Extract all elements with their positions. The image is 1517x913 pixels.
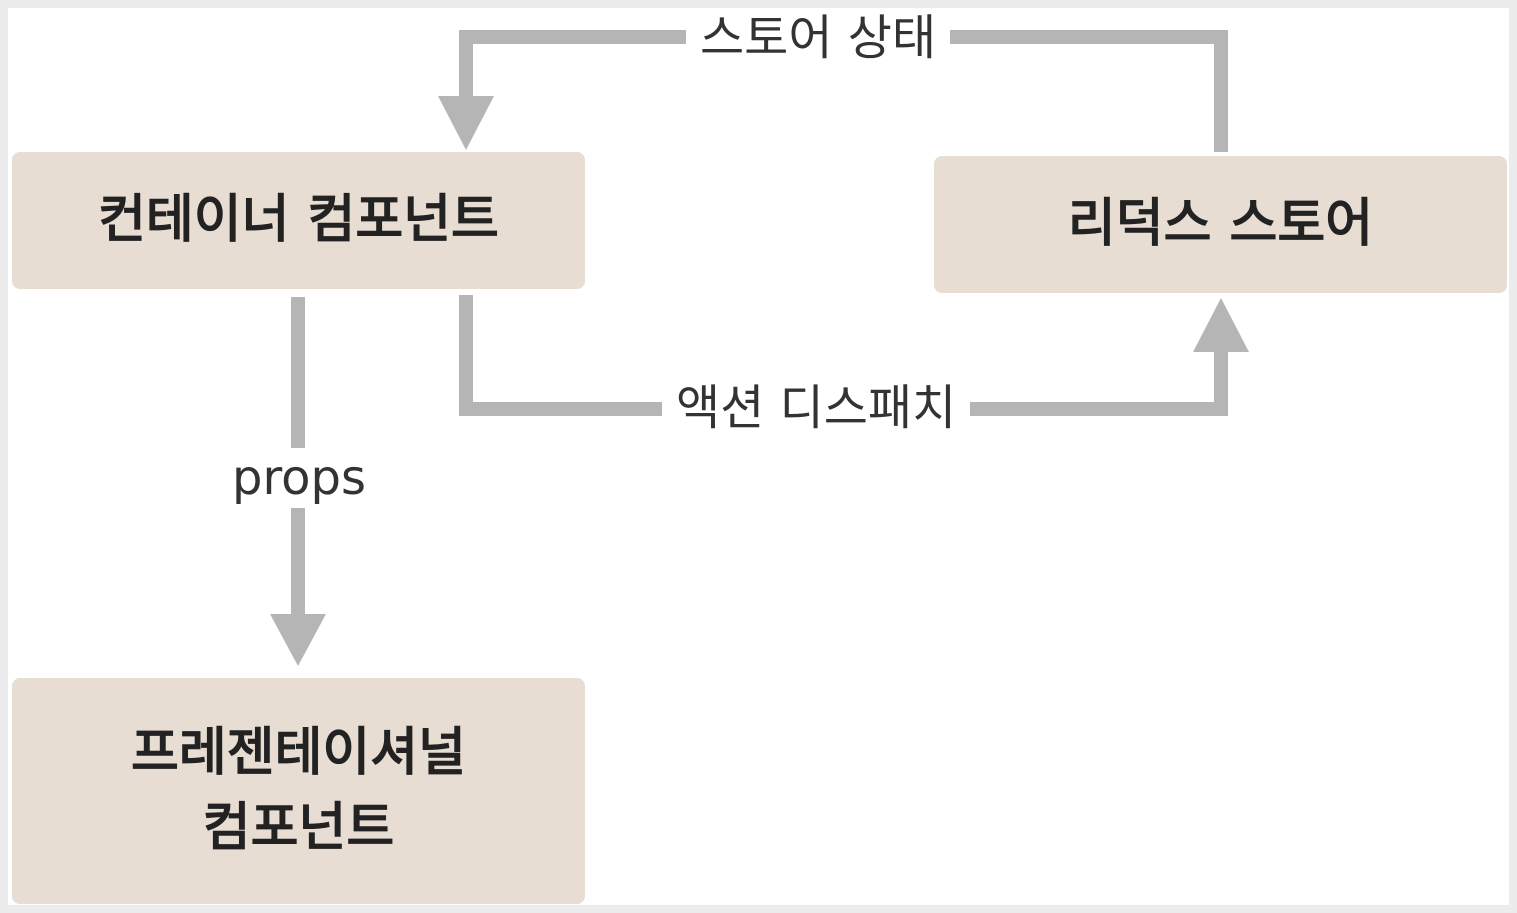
- redux-store-label: 리덕스 스토어: [1067, 193, 1374, 254]
- presentational-component-label: 프레젠테이셔널 컴포넌트: [131, 722, 466, 858]
- dispatch-edge-label: 액션 디스패치: [662, 384, 971, 432]
- container-component-box: 컨테이너 컴포넌트: [12, 152, 585, 289]
- presentational-component-box: 프레젠테이셔널 컴포넌트: [12, 678, 585, 904]
- store-state-arrowhead: [438, 96, 494, 150]
- props-edge-label: props: [218, 448, 380, 508]
- store-state-edge-label: 스토어 상태: [686, 14, 951, 62]
- redux-store-box: 리덕스 스토어: [934, 156, 1507, 293]
- dispatch-arrowhead: [1193, 298, 1249, 352]
- container-component-label: 컨테이너 컴포넌트: [98, 189, 499, 250]
- props-arrowhead: [270, 614, 326, 666]
